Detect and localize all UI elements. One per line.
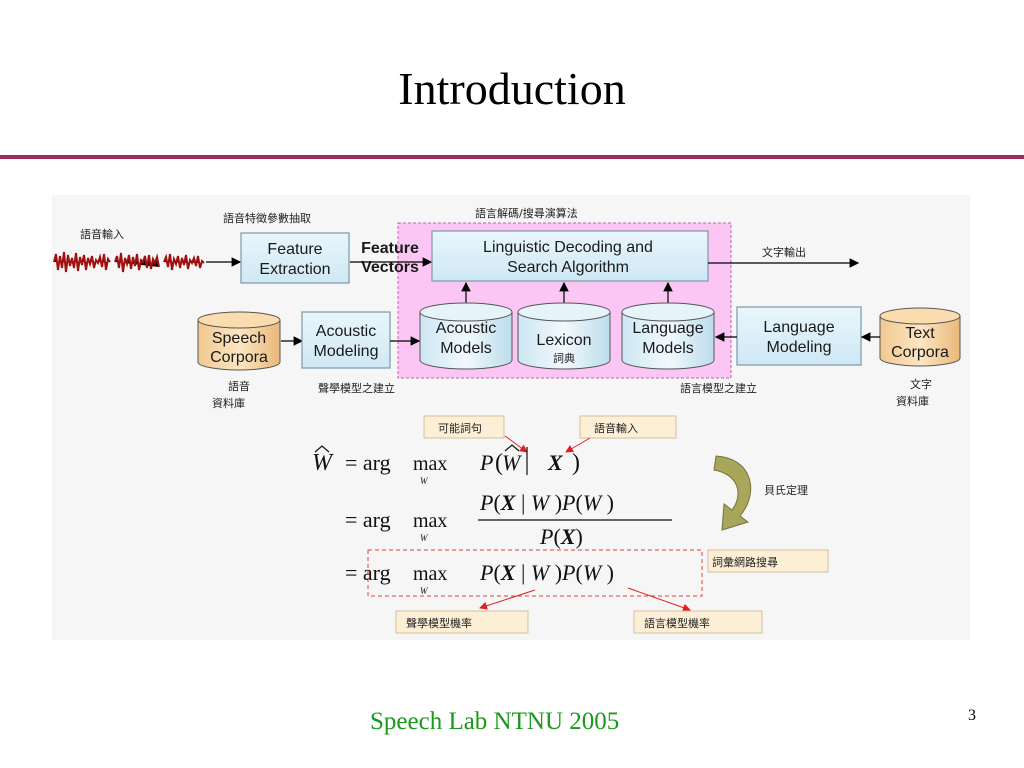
text-output-cn-label: 文字輸出 xyxy=(762,245,806,259)
acoustic-models-line1: Acoustic xyxy=(436,320,496,337)
speech-corpora-line1: Speech xyxy=(212,330,266,347)
language-modeling-cn-label: 語言模型之建立 xyxy=(680,381,757,395)
text-corpora-line2: Corpora xyxy=(891,344,949,361)
search-highlight-box xyxy=(367,549,703,597)
svg-text:): ) xyxy=(572,450,580,476)
acoustic-modeling-cn-label: 聲學模型之建立 xyxy=(318,381,395,395)
label-acoustic-prob-box xyxy=(395,610,529,634)
language-models-line1: Language xyxy=(632,320,703,337)
label-speech-input: 語音輸入 xyxy=(594,421,638,435)
speech-corpora-cn-line1: 語音 xyxy=(228,379,250,393)
title-divider xyxy=(0,155,1024,159)
svg-text:max: max xyxy=(413,510,447,532)
lexicon-cylinder xyxy=(517,302,611,370)
decoding-line2: Search Algorithm xyxy=(507,259,629,276)
label-search-box xyxy=(707,549,829,573)
speech-corpora-cylinder xyxy=(197,311,281,371)
decoding-line1: Linguistic Decoding and xyxy=(483,239,653,256)
arrow-acoustic-prob xyxy=(479,589,536,610)
equation-line-1: W = arg max W P ( W X ) xyxy=(312,444,580,486)
svg-text:= arg: = arg xyxy=(345,450,391,475)
language-modeling-line1: Language xyxy=(763,319,834,336)
svg-text:(: ( xyxy=(495,450,503,476)
acoustic-modeling-line1: Acoustic xyxy=(316,323,376,340)
language-models-line2: Models xyxy=(642,340,694,357)
label-search: 詞彙網路搜尋 xyxy=(712,555,778,569)
acoustic-models-line2: Models xyxy=(440,340,492,357)
slide-title: Introduction xyxy=(398,63,626,114)
lexicon-cn-label: 詞典 xyxy=(553,351,575,365)
arrow-speech-input xyxy=(565,437,591,453)
waveform-icon xyxy=(53,251,205,273)
svg-text:P(X): P(X) xyxy=(539,524,583,549)
feature-vectors-line1: Feature xyxy=(361,240,419,257)
feature-extraction-box xyxy=(240,232,350,284)
label-possible-sentence-box xyxy=(423,415,505,439)
decoding-cn-label: 語言解碼/搜尋演算法 xyxy=(475,206,578,220)
equation-line-3: = arg max W P(X | W )P(W ) xyxy=(345,560,614,596)
equation-line-2: = arg max W P(X | W )P(W ) P(X) xyxy=(345,490,672,549)
language-modeling-line2: Modeling xyxy=(767,339,832,356)
text-corpora-line1: Text xyxy=(905,325,935,342)
label-possible-sentence: 可能詞句 xyxy=(438,421,482,435)
svg-text:W: W xyxy=(502,450,522,475)
page-number: 3 xyxy=(968,707,976,724)
speech-corpora-line2: Corpora xyxy=(210,349,268,366)
arrow-possible-sentence xyxy=(504,435,528,453)
label-language-prob-box xyxy=(633,610,763,634)
feature-extraction-line1: Feature xyxy=(267,241,322,258)
svg-text:W: W xyxy=(312,450,334,476)
acoustic-modeling-line2: Modeling xyxy=(314,343,379,360)
svg-text:P: P xyxy=(479,450,493,475)
svg-text:P(X | W )P(W ): P(X | W )P(W ) xyxy=(479,560,614,585)
svg-text:P(X | W )P(W ): P(X | W )P(W ) xyxy=(479,490,614,515)
svg-text:= arg: = arg xyxy=(345,507,391,532)
feature-extraction-cn-label: 語音特徵參數抽取 xyxy=(223,211,311,225)
footer-text: Speech Lab NTNU 2005 xyxy=(370,708,620,735)
language-models-cylinder xyxy=(621,302,715,370)
text-corpora-cn-line1: 文字 xyxy=(910,377,932,391)
acoustic-models-cylinder xyxy=(419,302,513,370)
lexicon-label: Lexicon xyxy=(536,332,591,349)
language-modeling-box xyxy=(736,306,862,366)
arrow-language-prob xyxy=(627,587,691,612)
label-bayes: 貝氏定理 xyxy=(764,483,808,497)
svg-text:max: max xyxy=(413,453,447,475)
svg-text:W: W xyxy=(420,533,429,543)
text-corpora-cn-line2: 資料庫 xyxy=(896,394,929,408)
svg-text:max: max xyxy=(413,563,447,585)
label-language-prob: 語言模型機率 xyxy=(644,616,710,630)
curved-arrow-icon xyxy=(713,455,752,531)
svg-text:X: X xyxy=(547,450,564,475)
label-acoustic-prob: 聲學模型機率 xyxy=(406,616,472,630)
svg-text:= arg: = arg xyxy=(345,560,391,585)
label-speech-input-box xyxy=(579,415,677,439)
svg-text:W: W xyxy=(420,476,429,486)
speech-input-label: 語音輸入 xyxy=(80,227,124,241)
acoustic-modeling-box xyxy=(301,311,391,369)
speech-corpora-cn-line2: 資料庫 xyxy=(212,396,245,410)
feature-vectors-line2: Vectors xyxy=(361,259,419,276)
feature-extraction-line2: Extraction xyxy=(259,261,330,278)
text-corpora-cylinder xyxy=(879,307,961,367)
svg-text:W: W xyxy=(420,586,429,596)
decoding-box xyxy=(431,230,709,282)
